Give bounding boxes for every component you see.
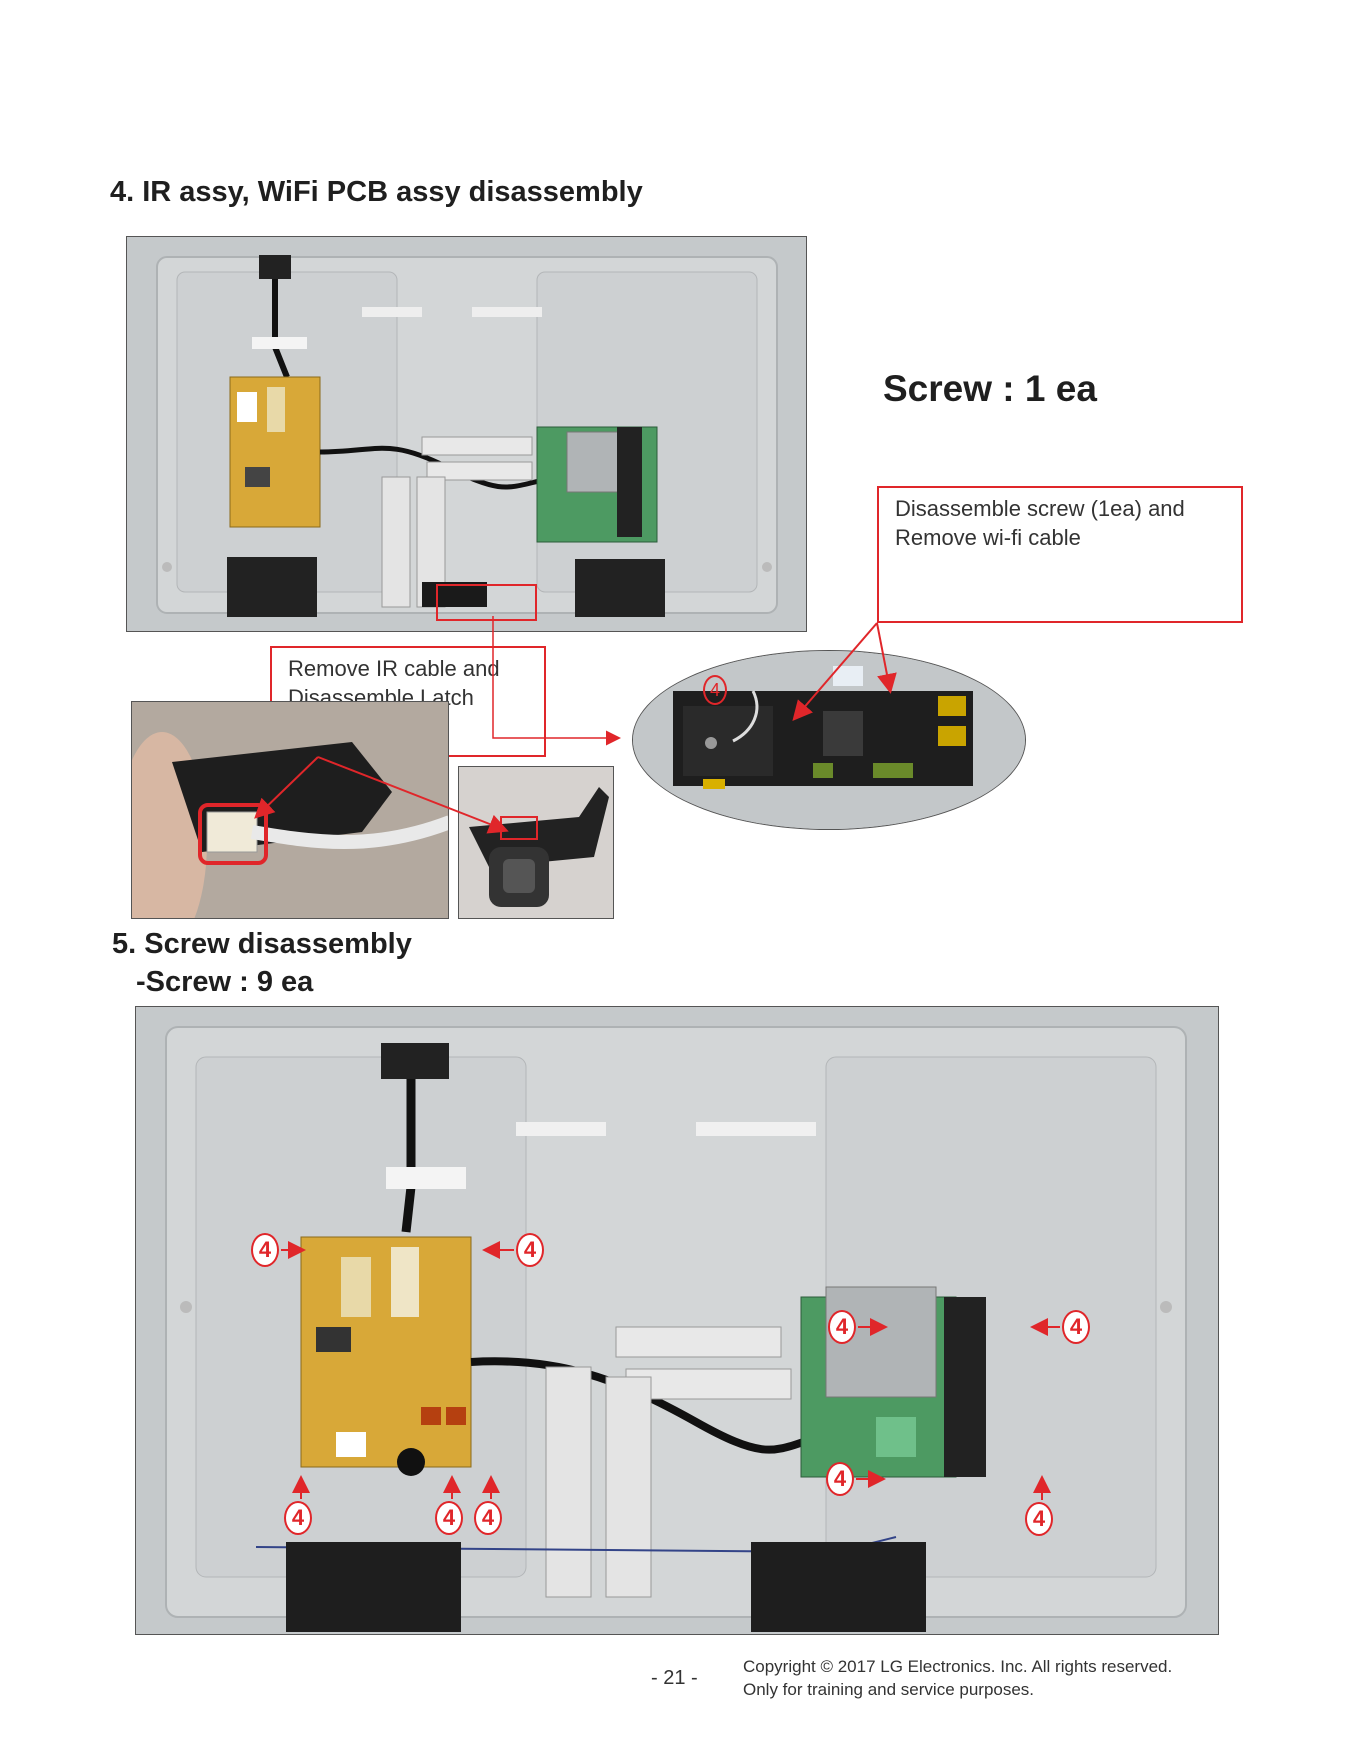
copyright-text: Copyright © 2017 LG Electronics. Inc. Al… <box>743 1657 1173 1676</box>
screw-marker-wifi: 4 <box>703 675 727 705</box>
screw-marker-main-top-left: 4 <box>828 1310 856 1344</box>
wifi-zoom-photo: 4 <box>632 650 1026 830</box>
screw-marker-main-top-right: 4 <box>1062 1310 1090 1344</box>
tv-back-illustration-bottom <box>136 1007 1218 1634</box>
screw-marker-psu-bottom-center: 4 <box>435 1501 463 1535</box>
section4-arrows <box>254 616 897 834</box>
screw-marker-main-bottom-left: 4 <box>826 1462 854 1496</box>
screw-marker-psu-bottom-right: 4 <box>474 1501 502 1535</box>
ir-cable-illustration <box>132 702 448 918</box>
tv-back-photo-top <box>126 236 807 632</box>
ir-cable-photo <box>131 701 449 919</box>
wifi-callout-text: Disassemble screw (1ea) and Remove wi-fi… <box>895 496 1185 550</box>
screw-count-1: Screw : 1 ea <box>883 368 1097 409</box>
ir-area-highlight <box>436 584 537 621</box>
wifi-zoom-illustration <box>633 651 1025 829</box>
ir-receiver-photo <box>458 766 614 919</box>
screw-marker-main-bottom-right: 4 <box>1025 1502 1053 1536</box>
section5-arrows <box>281 1241 1060 1500</box>
screw-marker-psu-top-right: 4 <box>516 1233 544 1267</box>
section4-title: 4. IR assy, WiFi PCB assy disassembly <box>110 176 643 208</box>
ir-receiver-illustration <box>459 767 613 918</box>
screw-marker-psu-top-left: 4 <box>251 1233 279 1267</box>
tv-back-photo-bottom: 4 4 4 4 4 4 4 4 4 <box>135 1006 1219 1635</box>
screw-marker-psu-bottom-left: 4 <box>284 1501 312 1535</box>
section5-subtitle: -Screw : 9 ea <box>136 966 314 998</box>
page-number: - 21 - <box>651 1667 698 1689</box>
wifi-callout: Disassemble screw (1ea) and Remove wi-fi… <box>877 486 1243 623</box>
training-note: Only for training and service purposes. <box>743 1680 1035 1699</box>
tv-back-illustration-top <box>127 237 806 631</box>
section5-title: 5. Screw disassembly <box>112 928 412 960</box>
